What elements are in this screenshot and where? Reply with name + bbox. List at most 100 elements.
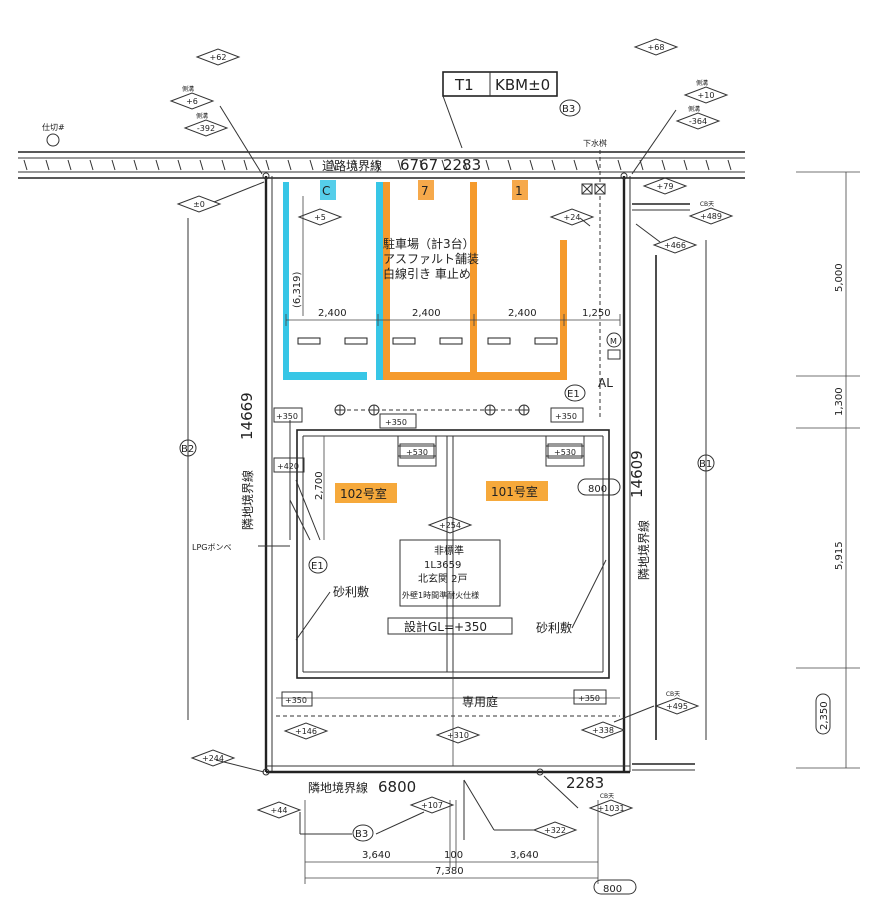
bottom-boundary-label: 隣地境界線: [308, 780, 368, 795]
parking-label-line3: 白線引き 車止め: [383, 266, 471, 281]
level-420: +420: [277, 462, 299, 471]
dim-right-2350: 2,350: [819, 701, 830, 730]
dim-right-5915: 5,915: [834, 541, 845, 570]
level-right-489-diamond: [688, 207, 734, 225]
level-800: 800: [588, 484, 607, 495]
right-boundary-length: 14609: [628, 450, 646, 498]
parking-width-4: 1,250: [582, 308, 611, 319]
level-310: +310: [447, 731, 469, 740]
design-gl-box: [387, 617, 513, 635]
spec-line4: 外壁1時間準耐火仕様: [402, 590, 479, 600]
spec-line1: 非標準: [434, 544, 464, 557]
level-350-e: +350: [578, 694, 600, 703]
left-boundary-label: 隣地境界線: [240, 470, 255, 530]
level-254-diamond: [427, 516, 473, 534]
level-350-b: +350: [385, 418, 407, 427]
level-350-d: +350: [285, 696, 307, 705]
level-800-bottom: 800: [603, 884, 622, 895]
dim-right-5000: 5,000: [834, 263, 845, 292]
spec-line3: 北玄関 2戸: [418, 572, 468, 585]
parking-width-2: 2,400: [412, 308, 441, 319]
level-338: +338: [592, 726, 614, 735]
parking-depth-dim: (6,319): [292, 271, 303, 308]
bottom-boundary-extra: 2283: [566, 774, 604, 792]
gravel-left-label: 砂利敷: [333, 584, 369, 599]
level-left-a-diamond: [169, 92, 215, 110]
parking-label-line2: アスファルト舗装: [383, 252, 479, 266]
meter-icon: [606, 332, 622, 360]
level-parking-left-diamond: [297, 208, 343, 226]
dim-left-2700: 2,700: [314, 471, 325, 500]
bottom-dimensions: [304, 780, 599, 884]
parking-space-mark-1: C: [322, 184, 330, 198]
level-left-a: +6: [186, 97, 198, 106]
level-310-diamond: [435, 726, 481, 744]
level-1031: +1031: [597, 804, 624, 813]
shikiri-label: 仕切#: [42, 122, 65, 132]
level-right-489: +489: [700, 212, 722, 221]
marker-b3-top: B3: [562, 104, 575, 115]
parking-width-1: 2,400: [318, 308, 347, 319]
level-left-corner-diamond: [176, 195, 222, 213]
level-parking-right: +24: [564, 213, 581, 222]
lpg-label: LPGボンベ: [192, 543, 231, 552]
site-boundary: [262, 172, 631, 776]
private-garden-label: 専用庭: [462, 694, 498, 709]
road-boundary-label: 道路境界線: [322, 158, 382, 173]
gravel-right-label: 砂利敷: [536, 620, 572, 635]
marker-e1-left: E1: [311, 561, 324, 572]
level-left-a-caption: 側溝: [182, 85, 194, 93]
level-495-diamond: [654, 697, 700, 715]
level-left-b: -392: [197, 124, 215, 133]
level-right-466: +466: [664, 241, 686, 250]
leader-lines: [213, 105, 677, 835]
dim-bottom-2: 100: [444, 850, 463, 861]
parking-space-mark-3: 1: [515, 184, 523, 198]
level-left-b-diamond: [183, 119, 229, 137]
level-right-466-diamond: [652, 236, 698, 254]
marker-b1: B1: [699, 459, 712, 470]
dim-right-1300: 1,300: [834, 387, 845, 416]
level-top-right: +68: [648, 43, 665, 52]
level-107: +107: [421, 801, 443, 810]
level-244: +244: [202, 754, 224, 763]
dim-bottom-3: 3,640: [510, 850, 539, 861]
level-diamonds: +62+68+6側溝-392側溝+10側溝-364側溝±0+5+24+79+48…: [169, 38, 734, 839]
parking-label-line1: 駐車場（計3台）: [383, 236, 475, 251]
level-top-left: +62: [210, 53, 227, 62]
level-530-a: +530: [406, 448, 428, 457]
level-right-79: +79: [657, 182, 674, 191]
parking-width-3: 2,400: [508, 308, 537, 319]
level-530-b: +530: [554, 448, 576, 457]
level-right-a: +10: [698, 91, 715, 100]
level-44-diamond: [256, 801, 302, 819]
al-label: AL: [598, 376, 613, 390]
meter-icon-label: M: [610, 337, 617, 346]
road-boundary-dims: 6767 2283: [400, 156, 481, 174]
dim-bottom-total: 7,380: [435, 866, 464, 877]
level-44: +44: [271, 806, 288, 815]
room-101-label: 101号室: [491, 484, 538, 499]
header-tag: [442, 71, 558, 149]
level-107-diamond: [409, 796, 455, 814]
marker-b3-bottom: B3: [355, 829, 368, 840]
level-350-c: +350: [555, 412, 577, 421]
level-right-b: -364: [689, 117, 707, 126]
level-right-b-caption: 側溝: [688, 105, 700, 113]
right-dimensions: [796, 171, 860, 769]
room-101-tag: [486, 481, 548, 501]
level-322-diamond: [532, 821, 578, 839]
spec-line2: 1L3659: [424, 560, 461, 571]
parking-space-mark-2: 7: [421, 184, 429, 198]
level-244-diamond: [190, 749, 236, 767]
level-parking-right-diamond: [549, 208, 595, 226]
room-102-tag: [335, 483, 397, 503]
right-boundary-label: 隣地境界線: [636, 520, 651, 580]
level-right-a-diamond: [683, 86, 729, 104]
level-146-diamond: [283, 722, 329, 740]
level-left-corner: ±0: [193, 200, 205, 209]
parking-area: [283, 180, 621, 380]
marker-circles: [46, 99, 715, 842]
dim-bottom-1: 3,640: [362, 850, 391, 861]
level-1031-caption: CB天: [600, 793, 614, 800]
